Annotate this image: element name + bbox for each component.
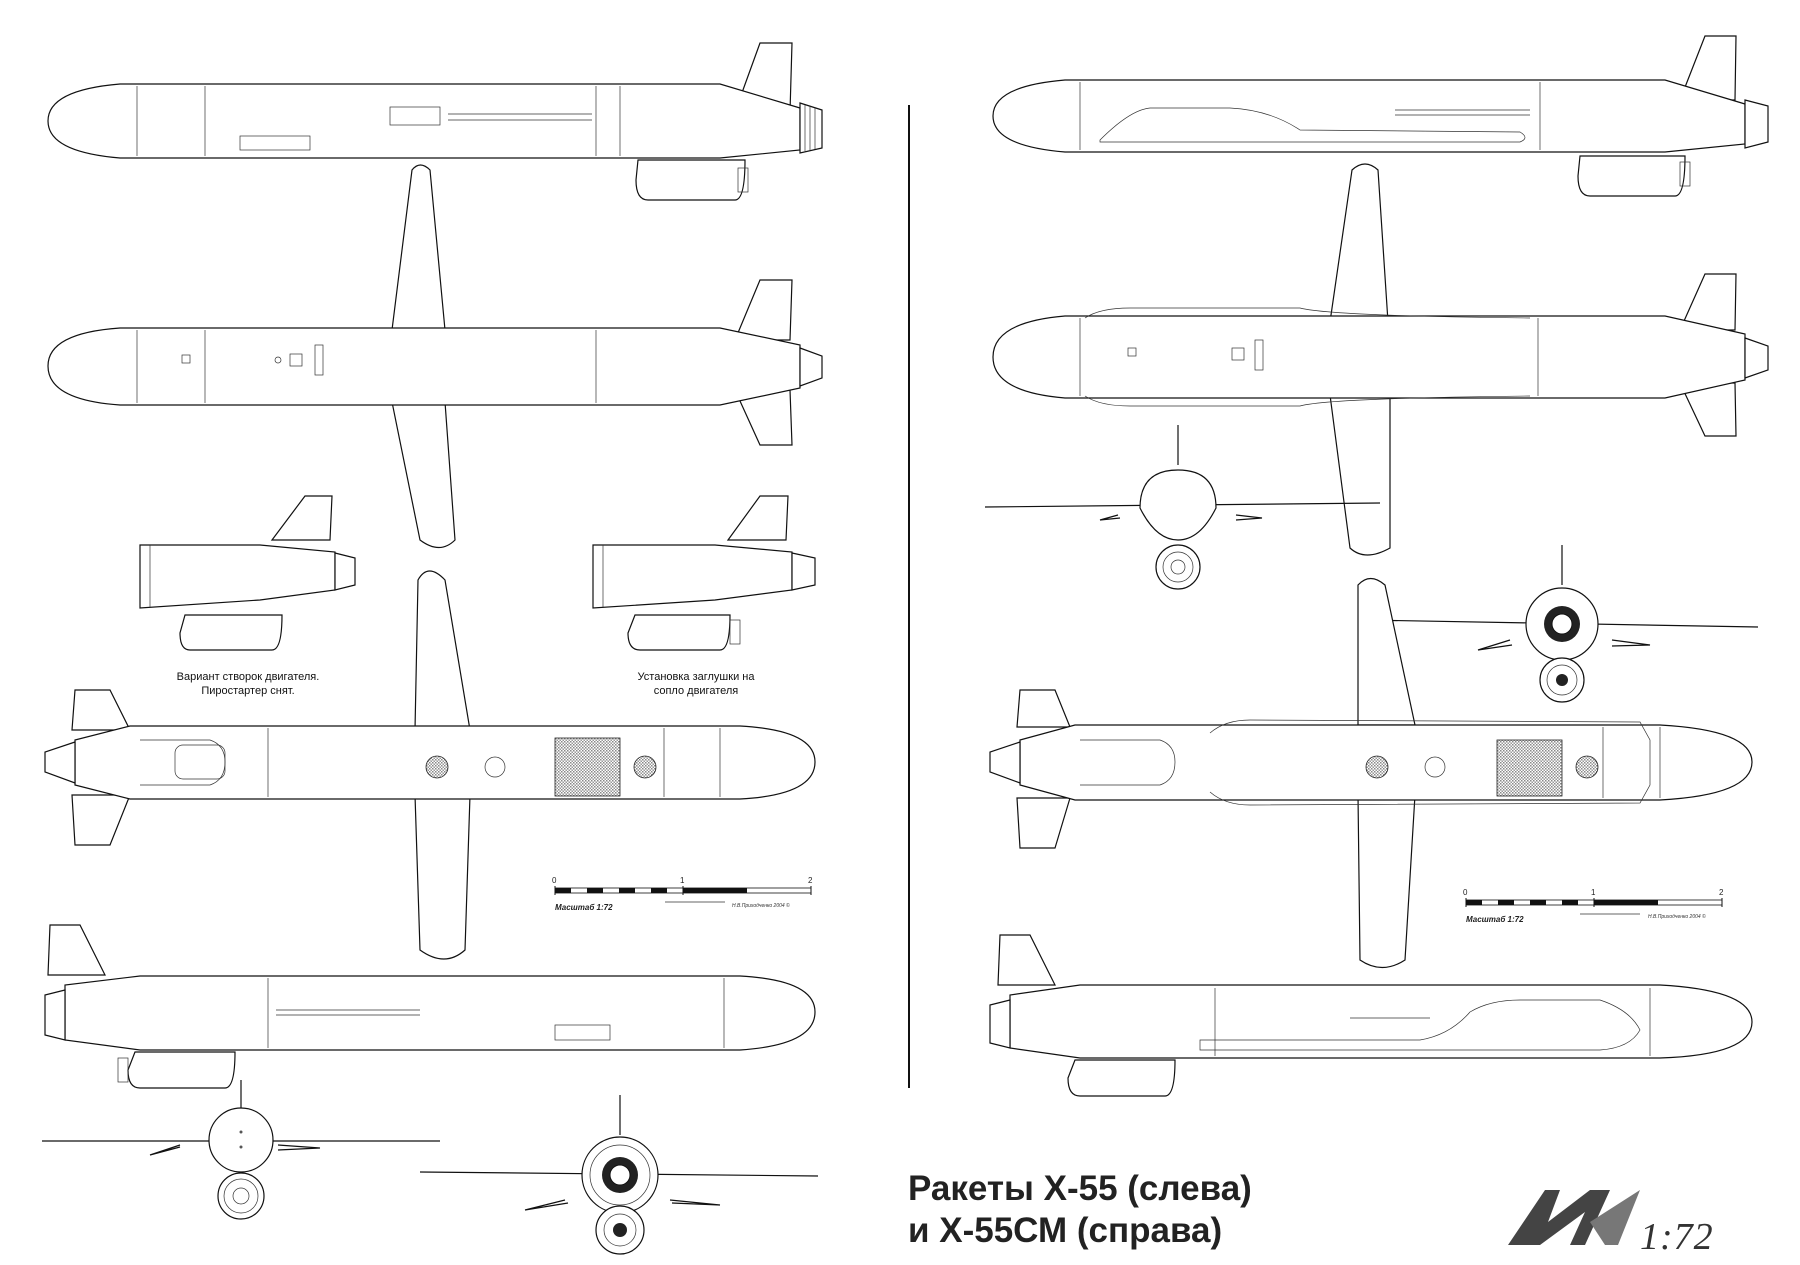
logo-scale-label: 1:72 [1640,1216,1714,1258]
scale-left-credit: Н.В.Приходченко 2004 © [732,903,790,909]
x55sm-side-view [992,35,1769,197]
scale-right-credit: Н.В.Приходченко 2004 © [1648,914,1706,920]
caption-engine-doors-line1: Вариант створок двигателя. [176,671,320,683]
x55sm-bottom-view [989,577,1753,969]
x55-scale-bar [554,886,812,903]
caption-engine-doors: Вариант створок двигателя. Пиростартер с… [148,670,348,698]
x55sm-scale-bar [1465,898,1723,915]
x55-detail-engine-doors [139,495,356,651]
x55-bottom-view [44,570,816,960]
scale-right-label: Масштаб 1:72 [1466,915,1524,924]
x55sm-top-view [992,163,1769,556]
scale-right-tick-2: 2 [1719,888,1724,897]
sheet-title-line1: Ракеты Х-55 (слева) [908,1169,1252,1208]
caption-nozzle-plug-line2: сопло двигателя [653,685,739,697]
scale-left-tick-1: 1 [680,876,685,885]
caption-engine-doors-line2: Пиростартер снят. [201,685,295,697]
caption-nozzle-plug-line1: Установка заглушки на [637,671,755,683]
caption-nozzle-plug: Установка заглушки на сопло двигателя [596,670,796,698]
sheet-title-line2: и Х-55СМ (справа) [908,1211,1223,1250]
x55-rear-view [419,1095,819,1255]
scale-left-tick-2: 2 [808,876,813,885]
x55-side-view-reversed [44,924,816,1089]
scale-left-label: Масштаб 1:72 [555,903,613,912]
x55-detail-nozzle-plug [592,495,816,651]
x55sm-rear-view [1364,545,1759,703]
scale-right-tick-0: 0 [1463,888,1468,897]
m-magazine-logo [1508,1190,1640,1245]
x55-top-view [47,164,823,549]
x55-side-view [47,42,823,201]
scale-left-tick-0: 0 [552,876,557,885]
x55-front-view [42,1080,440,1220]
scale-right-tick-1: 1 [1591,888,1596,897]
x55sm-front-view [984,425,1381,590]
x55sm-side-view-reversed [989,934,1753,1097]
sheet-title: Ракеты Х-55 (слева) и Х-55СМ (справа) [908,1168,1252,1252]
